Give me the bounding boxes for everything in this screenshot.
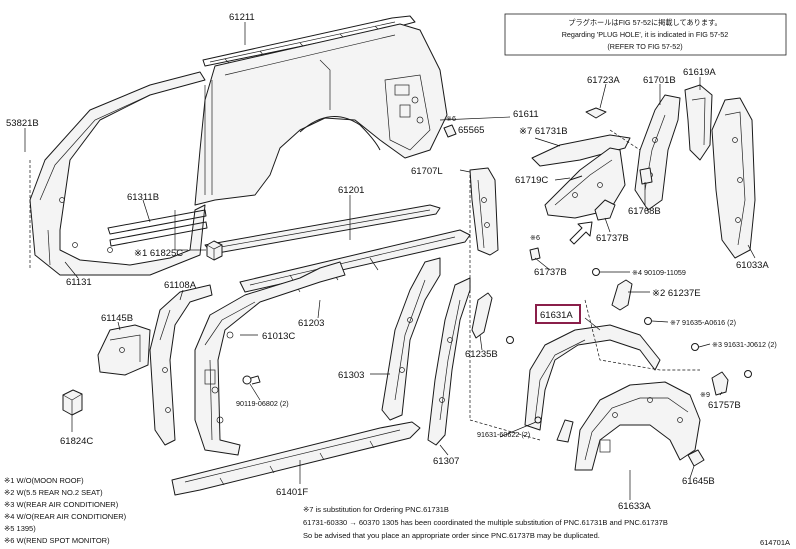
bracket-61237e-part (611, 279, 633, 311)
part-label-61033a: 61033A (736, 260, 769, 271)
footer-line-3: So be advised that you place an appropri… (303, 531, 600, 540)
part-label-61201: 61201 (338, 185, 364, 196)
variant-legend: ※1 W/O(MOON ROOF) ※2 W(5.5 REAR NO.2 SEA… (4, 476, 127, 545)
part-label-61235b: 61235B (465, 349, 498, 360)
footer-line-2: 61731-60330 → 60370 1305 has been coordi… (303, 518, 668, 527)
legend-item: ※6 W(REND SPOT MONITOR) (4, 536, 110, 545)
leader-lines (24, 22, 756, 500)
part-label-61311b: 61311B (127, 192, 159, 203)
legend-item: ※1 W/O(MOON ROOF) (4, 476, 84, 485)
part-label-90119: 90119-06802 (2) (236, 399, 289, 408)
part-label-91635: ※7 91635-A0616 (2) (670, 318, 736, 327)
legend-item: ※2 W(5.5 REAR NO.2 SEAT) (4, 488, 103, 497)
center-pillar-reinforcement-61303-part (381, 257, 441, 421)
part-label-61723a: 61723A (587, 75, 620, 86)
bolt-91631-j (691, 343, 699, 351)
bolt-61757b (744, 370, 752, 378)
wheel-house-inner-61631a-part (524, 324, 661, 431)
quarter-panel-part (194, 23, 448, 206)
guide-line (584, 299, 700, 371)
part-label-61719c: 61719C (515, 175, 548, 186)
bolt-90109 (592, 268, 600, 276)
clip-65565-part (443, 124, 457, 138)
rear-panel-cluster-part (529, 84, 756, 261)
part-label-91631-j: ※3 91631-J0612 (2) (712, 340, 777, 349)
substitution-notes: ※7 is substitution for Ordering PNC.6173… (303, 505, 790, 547)
bolt-91635 (644, 317, 652, 325)
roof-side-inner-rail-part (107, 209, 208, 247)
note-line-3: (REFER TO FIG 57-52) (607, 42, 682, 51)
part-label-65565: 65565 (458, 125, 484, 136)
front-pillar-inner-61108a-part (149, 284, 213, 446)
legend-item: ※4 W/O(REAR AIR CONDITIONER) (4, 512, 127, 521)
guide-line (609, 129, 641, 151)
roof-side-rail-part (202, 15, 416, 67)
part-label-61401f: 61401F (276, 487, 308, 498)
part-label-61131: 61131 (66, 277, 92, 288)
part-label-61701b: 61701B (643, 75, 676, 86)
bracket-61145b-part (97, 324, 151, 376)
legend-item: ※3 W(REAR AIR CONDITIONER) (4, 500, 119, 509)
rocker-panel-61401f-part (171, 421, 421, 496)
center-pillar-assembly-part (194, 261, 346, 456)
clip-90119-part (242, 375, 261, 385)
part-label-61619a: 61619A (683, 67, 716, 78)
part-label-53821b: 53821B (6, 118, 39, 129)
part-label-61731b: ※7 61731B (519, 126, 568, 137)
part-label-61307: 61307 (433, 456, 459, 467)
plug-hole-note: プラグホールはFIG 57-52に掲載してあります。 Regarding 'PL… (504, 13, 787, 56)
note-line-1: プラグホールはFIG 57-52に掲載してあります。 (568, 18, 721, 27)
pillar-61707l-part (469, 167, 499, 256)
part-label-61631a: 61631A (540, 310, 573, 321)
part-label-61303: 61303 (338, 370, 364, 381)
note-line-2: Regarding 'PLUG HOLE', it is indicated i… (562, 30, 729, 39)
part-label-61825c: ※1 61825C (134, 248, 183, 259)
part-label-91631-6: 91631-60622 (2) (477, 430, 530, 439)
part-label-note-6: ※6 (530, 233, 540, 242)
legend-item: ※5 1395) (4, 524, 36, 533)
part-label-61611: 61611 (513, 109, 539, 120)
part-label-61737b: 61737B (534, 267, 567, 278)
wheel-house-outer-61633a-part (556, 381, 705, 471)
part-label-65565-note: ※6 (446, 114, 456, 123)
part-label-61645b: 61645B (682, 476, 715, 487)
part-label-61737b-top: 61737B (596, 233, 629, 244)
part-label-61145b: 61145B (101, 313, 133, 324)
footer-line-1: ※7 is substitution for Ordering PNC.6173… (303, 505, 449, 514)
part-label-61757b: 61757B (708, 400, 741, 411)
part-label-61203: 61203 (298, 318, 324, 329)
part-label-61768b: 61768B (628, 206, 661, 217)
bracket-61757b-part (711, 371, 729, 396)
front-pillar-part (29, 71, 206, 276)
highlighted-part-box (535, 304, 581, 324)
guide-line (469, 175, 541, 441)
part-label-61824c: 61824C (60, 436, 93, 447)
figure-id: 614701A (760, 538, 790, 547)
bolt-91631-6 (534, 416, 542, 424)
part-labels: 61211 53821B 61611 ※6 65565 61723A 61701… (6, 12, 777, 512)
part-label-61013c: 61013C (262, 331, 295, 342)
bolts (534, 268, 752, 424)
part-label-61211: 61211 (229, 12, 255, 23)
roof-rail-61203-part (239, 229, 471, 293)
bracket-61235b-part (471, 292, 514, 344)
part-label-61633a: 61633A (618, 501, 651, 512)
part-label-61108a: 61108A (164, 280, 197, 291)
plug-61824c-part (62, 389, 83, 416)
quarter-pillar-61307-part (427, 277, 471, 446)
plug-61825c-part (206, 240, 223, 261)
part-label-61707l: 61707L (411, 166, 443, 177)
part-label-90109: ※4 90109-11059 (632, 268, 686, 277)
part-label-61237e: ※2 61237E (652, 288, 701, 299)
part-label-61757b-note: ※9 (700, 390, 710, 399)
